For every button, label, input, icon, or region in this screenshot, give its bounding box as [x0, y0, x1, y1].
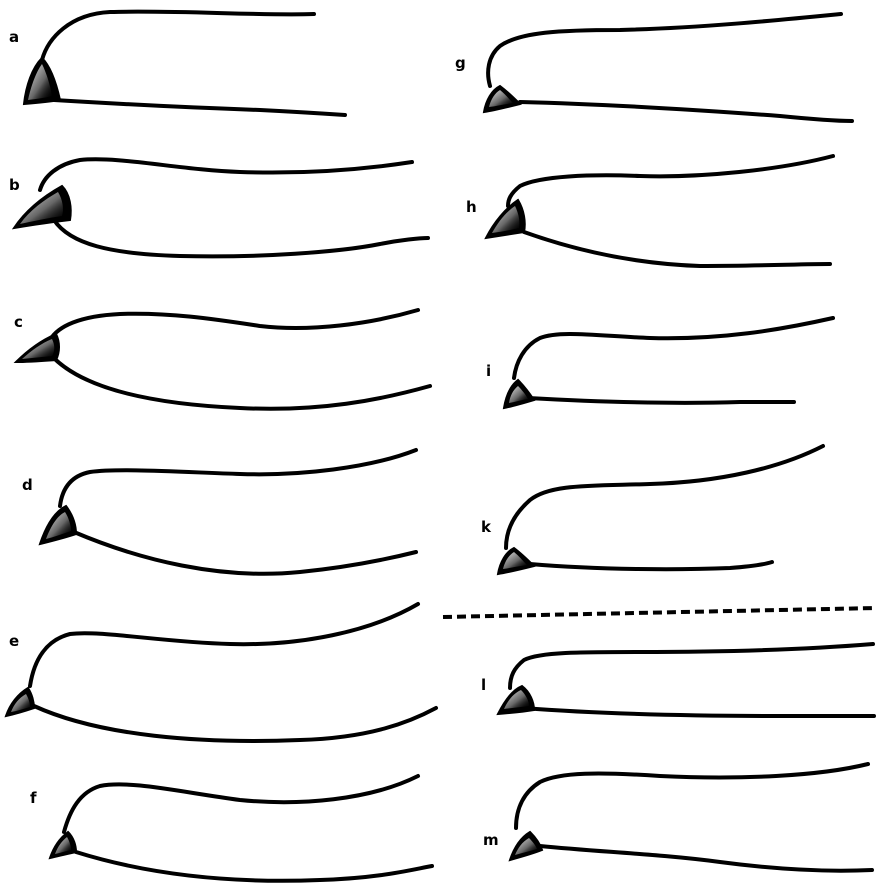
tip-e — [6, 688, 34, 716]
panel-label-a: a — [9, 28, 19, 46]
panel-e: e — [6, 604, 436, 741]
panel-i: i — [486, 318, 833, 408]
panel-k: k — [481, 446, 823, 574]
panel-h: h — [466, 156, 833, 266]
outline-m — [516, 764, 872, 871]
outline-h — [508, 156, 833, 266]
outline-c — [50, 310, 430, 409]
panel-label-d: d — [22, 476, 33, 494]
panel-l: l — [481, 644, 874, 716]
panel-label-b: b — [9, 176, 20, 194]
outline-b — [40, 159, 428, 256]
tip-c — [16, 334, 59, 362]
panel-c: c — [14, 310, 430, 409]
tip-i — [504, 380, 534, 408]
panel-d: d — [22, 450, 416, 574]
outline-d — [60, 450, 416, 574]
outline-a — [42, 12, 345, 115]
panel-label-f: f — [30, 789, 37, 807]
panel-g: g — [455, 14, 852, 121]
panel-label-g: g — [455, 54, 466, 72]
outline-i — [514, 318, 833, 403]
panel-label-l: l — [481, 676, 486, 694]
outline-l — [510, 644, 874, 716]
tip-l — [498, 686, 534, 714]
outline-k — [506, 446, 823, 569]
panel-label-h: h — [466, 198, 477, 216]
panel-m: m — [483, 764, 872, 871]
tip-m — [510, 832, 542, 860]
panel-label-c: c — [14, 313, 23, 331]
panel-label-e: e — [9, 632, 19, 650]
tip-h — [486, 200, 525, 238]
tip-b — [14, 186, 71, 228]
panel-label-m: m — [483, 831, 499, 849]
outline-f — [64, 776, 432, 881]
panel-a: a — [9, 12, 345, 115]
panel-f: f — [30, 776, 432, 881]
panel-label-k: k — [481, 518, 492, 536]
outline-e — [30, 604, 436, 741]
outline-g — [488, 14, 852, 121]
tip-k — [498, 548, 534, 574]
tip-g — [484, 86, 520, 112]
tip-f — [50, 832, 76, 858]
panel-label-i: i — [486, 362, 491, 380]
section-divider — [443, 608, 876, 617]
tip-d — [40, 506, 76, 544]
tip-a — [24, 58, 60, 104]
panel-b: b — [9, 159, 428, 256]
